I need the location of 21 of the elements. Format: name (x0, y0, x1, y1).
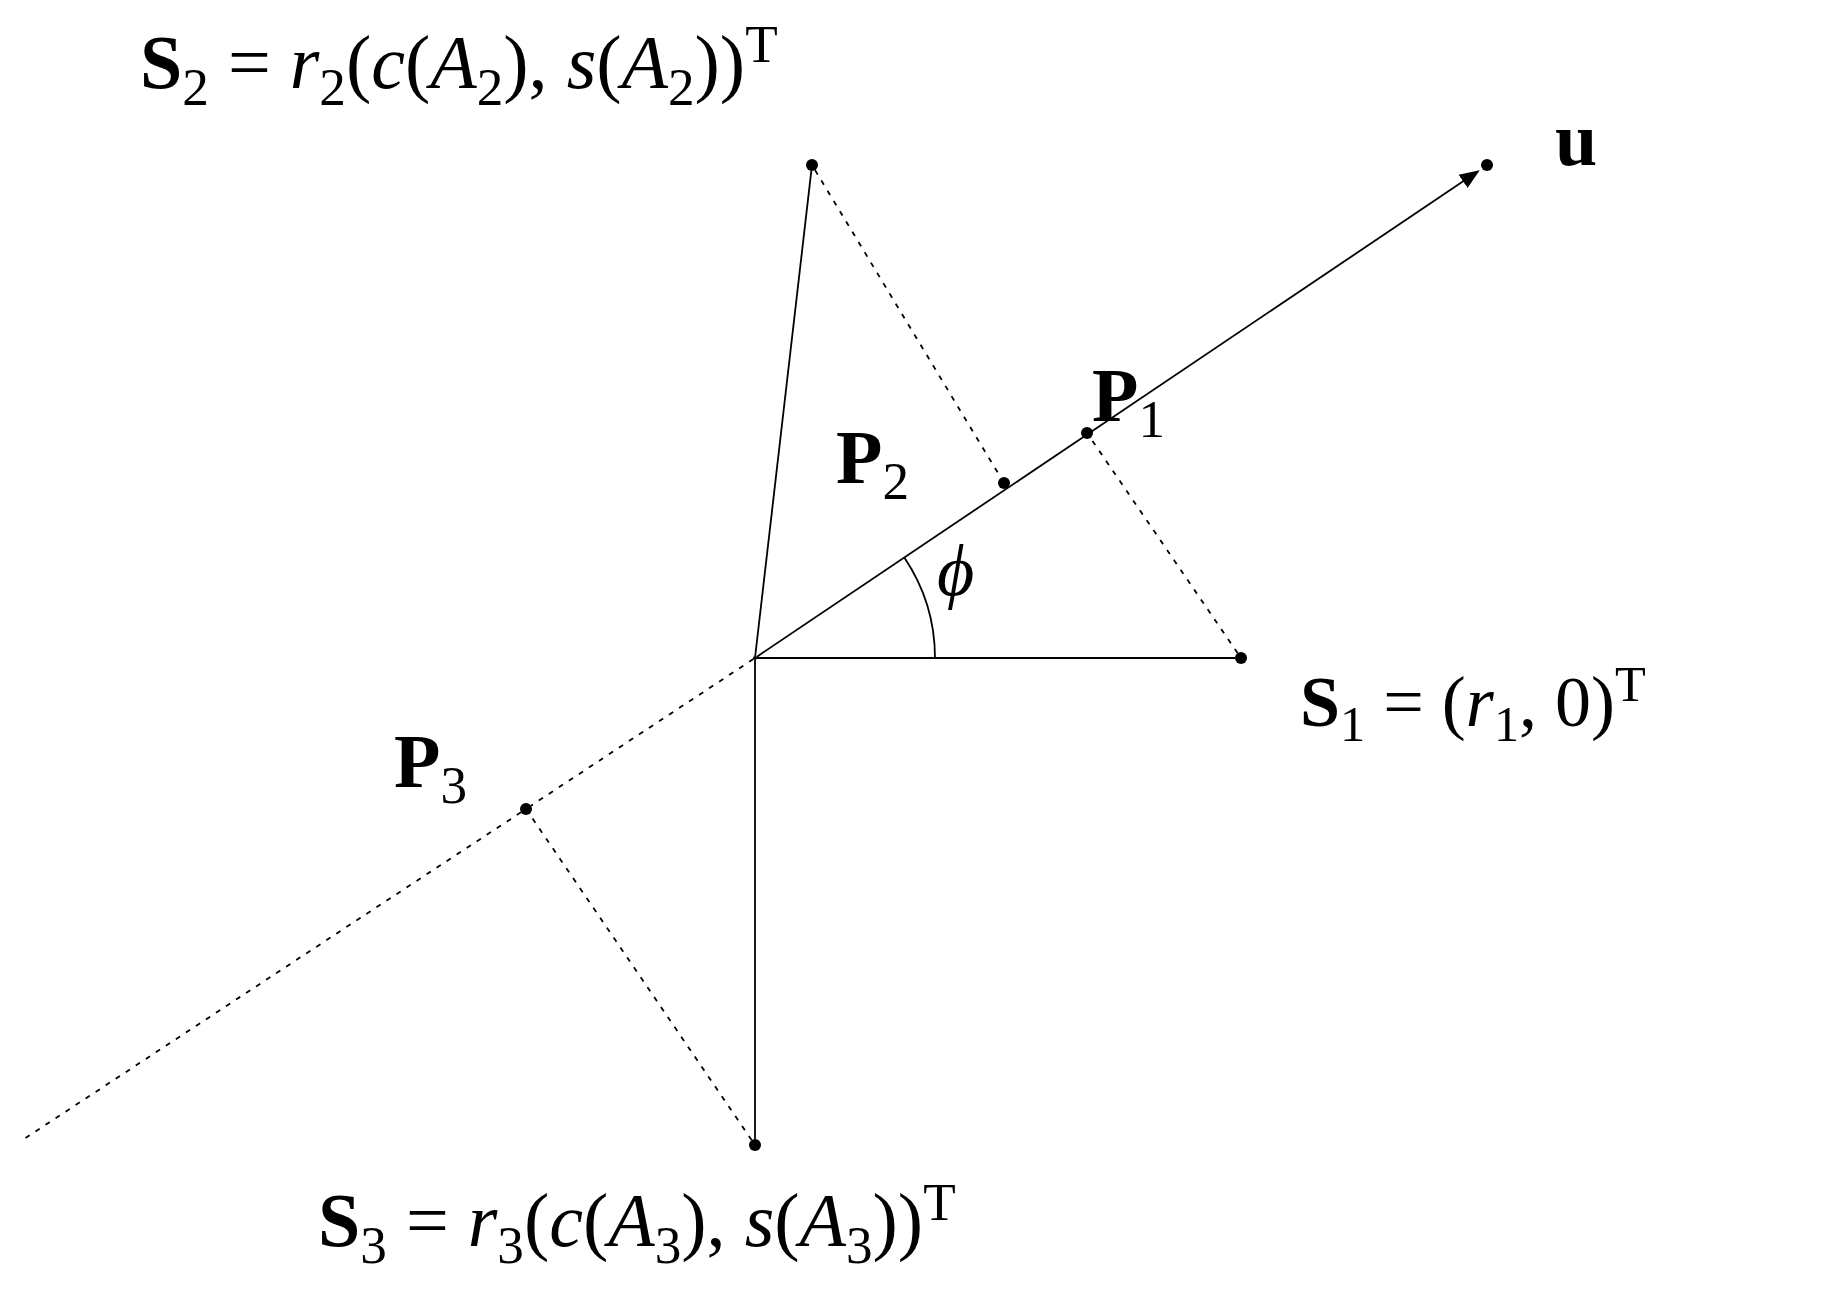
angle-label: ϕ (937, 530, 975, 613)
point-dot (998, 477, 1010, 489)
line (756, 657, 1236, 659)
point-label: S$_{2}$ = r$_{2}$(c(A$_{2}$), s(A$_{2}$))$^{T}$ (140, 14, 778, 118)
arrow (755, 170, 1480, 658)
point-label: P$_{2}$ (836, 414, 910, 513)
point-label: P$_{1}$ (1092, 352, 1166, 451)
vector-label: u (1555, 96, 1598, 183)
point-label: S$_{3}$ = r$_{3}$(c(A$_{3}$), s(A$_{3}$))$^{T}$ (318, 1172, 956, 1276)
point-label: S$_{1}$ = (r$_{1}$, 0)$^{T}$ (1300, 656, 1646, 755)
point-label: P$_{3}$ (394, 718, 468, 817)
point-dot (806, 159, 818, 171)
line (754, 659, 756, 1140)
point-dot (1481, 159, 1493, 171)
dashed-line (530, 658, 755, 807)
point-dot (1081, 427, 1093, 439)
line (754, 170, 813, 657)
point-dot (753, 656, 757, 660)
point-dot (1235, 652, 1247, 664)
point-dot (749, 1139, 761, 1151)
point-dot (520, 803, 532, 815)
